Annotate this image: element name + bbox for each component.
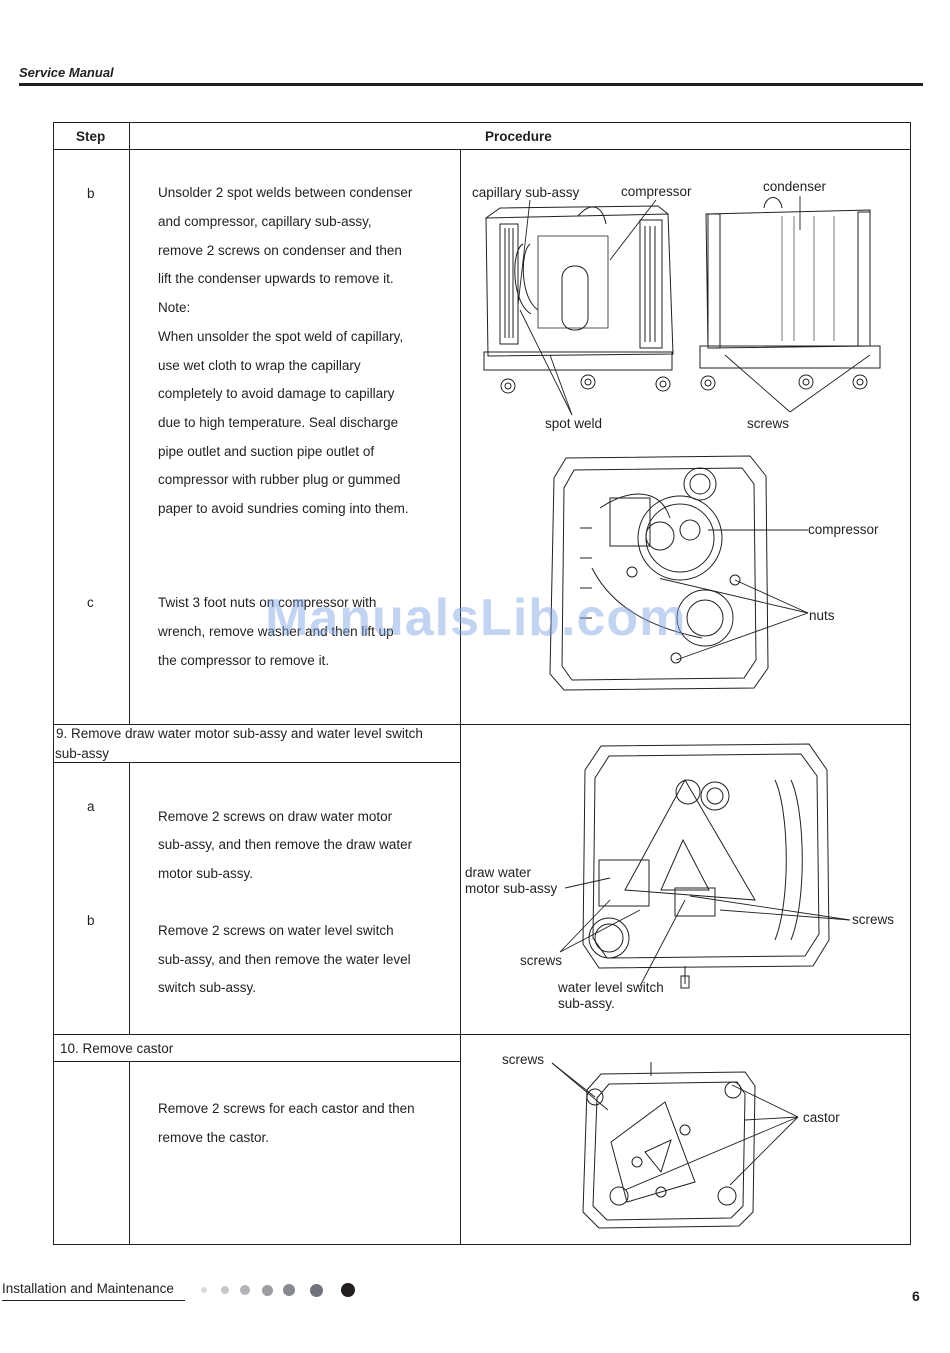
label-nuts: nuts: [809, 608, 835, 623]
figure3-leader-lines: [559, 877, 851, 987]
step-b-line: lift the condenser upwards to remove it.: [158, 271, 394, 286]
footer-dot: [283, 1284, 295, 1296]
step-b-line: completely to avoid damage to capillary: [158, 386, 395, 401]
footer-dot: [341, 1283, 355, 1297]
figure1-leader-lines: [517, 196, 871, 416]
step-10-line: remove the castor.: [158, 1130, 270, 1145]
label-compressor-top: compressor: [621, 184, 692, 199]
step-9b-line: sub-assy, and then remove the water leve…: [158, 952, 411, 967]
section-10-title: 10. Remove castor: [60, 1041, 174, 1056]
step-9a-label: a: [87, 799, 95, 814]
draw-water-motor-diagram: [582, 743, 830, 989]
watermark: ManualsLib.com: [265, 589, 687, 647]
label-draw-water: draw water: [465, 865, 532, 880]
footer-dot: [240, 1285, 250, 1295]
step-10-line: Remove 2 screws for each castor and then: [158, 1101, 415, 1116]
step-9b-line: Remove 2 screws on water level switch: [158, 923, 394, 938]
castor-diagram: [582, 1062, 756, 1229]
label-condenser: condenser: [763, 179, 827, 194]
label-water-level-switch-sub-assy: sub-assy.: [558, 996, 615, 1011]
step-9a-line: motor sub-assy.: [158, 866, 254, 881]
label-capillary-sub-assy: capillary sub-assy: [472, 185, 580, 200]
step-b-line: paper to avoid sundries coming into them…: [158, 501, 409, 516]
step-b-label: b: [87, 186, 95, 201]
step-9a-line: Remove 2 screws on draw water motor: [158, 809, 393, 824]
step-b-line: Note:: [158, 300, 191, 315]
label-water-level-switch: water level switch: [558, 980, 664, 995]
label-motor-sub-assy: motor sub-assy: [465, 881, 558, 896]
step-column-header: Step: [76, 129, 106, 144]
label-spot-weld: spot weld: [545, 416, 603, 431]
step-b-line: Unsolder 2 spot welds between condenser: [158, 185, 413, 200]
step-9a-line: sub-assy, and then remove the draw water: [158, 837, 413, 852]
footer-rule: [2, 1300, 185, 1301]
step-b-line: and compressor, capillary sub-assy,: [158, 214, 372, 229]
label-castor: castor: [803, 1110, 840, 1125]
figure4-leader-lines: [551, 1062, 799, 1191]
step-b-line: use wet cloth to wrap the capillary: [158, 358, 361, 373]
step-9b-line: switch sub-assy.: [158, 980, 257, 995]
footer-dot: [221, 1286, 229, 1294]
footer-dot: [309, 1283, 323, 1297]
label-compressor-mid: compressor: [808, 522, 879, 537]
label-screws-9-left: screws: [520, 953, 563, 968]
page-number: 6: [912, 1288, 920, 1304]
compressor-condenser-diagram: [483, 205, 674, 394]
step-b-line: compressor with rubber plug or gummed: [158, 472, 401, 487]
step-9b-label: b: [87, 913, 95, 928]
step-c-line: wrench, remove washer and then lift up: [158, 624, 394, 639]
section-9-title-cont: sub-assy: [55, 746, 110, 761]
condenser-diagram: [699, 197, 881, 391]
step-c-line: the compressor to remove it.: [158, 653, 330, 668]
header-rule: [19, 83, 923, 86]
footer-dot: [261, 1284, 273, 1296]
footer-dot: [201, 1287, 207, 1293]
compressor-topview-diagram: [549, 455, 769, 691]
footer-section-label: Installation and Maintenance: [2, 1281, 174, 1296]
step-c-label: c: [87, 595, 94, 610]
step-c-line: Twist 3 foot nuts on compressor with: [158, 595, 377, 610]
page-header-title: Service Manual: [19, 65, 114, 80]
figure2-leader-lines: [660, 529, 809, 661]
step-b-line: When unsolder the spot weld of capillary…: [158, 329, 404, 344]
label-screws-9-right: screws: [852, 912, 895, 927]
step-b-line: pipe outlet and suction pipe outlet of: [158, 444, 375, 459]
label-screws-top: screws: [747, 416, 790, 431]
section-9-title: 9. Remove draw water motor sub-assy and …: [56, 726, 423, 741]
step-b-line: remove 2 screws on condenser and then: [158, 243, 402, 258]
label-screws-10: screws: [502, 1052, 545, 1067]
procedure-column-header: Procedure: [485, 129, 552, 144]
step-b-line: due to high temperature. Seal discharge: [158, 415, 399, 430]
